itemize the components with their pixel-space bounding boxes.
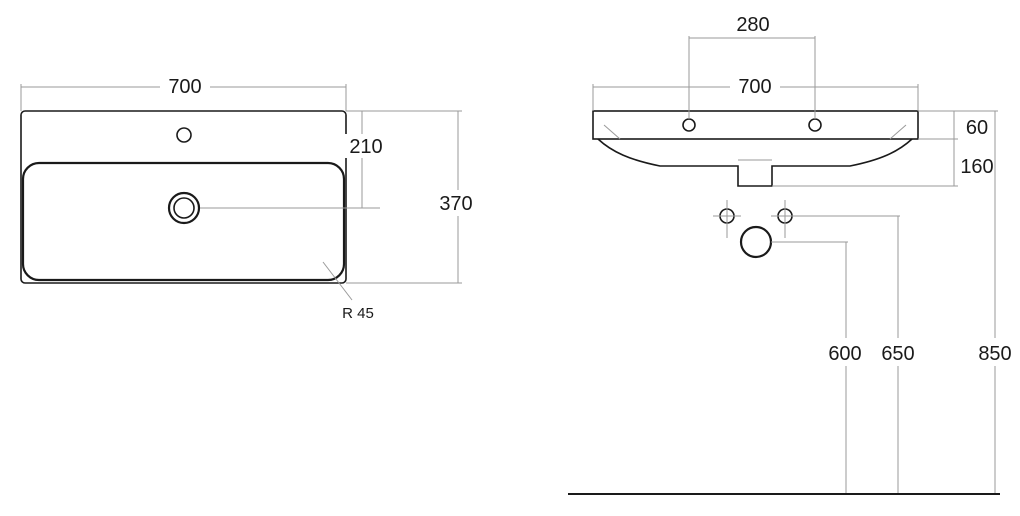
top-view: 700 210 370 R 45 — [20, 76, 478, 322]
front-width-label: 700 — [738, 76, 771, 98]
top-width-label: 700 — [168, 76, 201, 98]
drain-outer-icon — [167, 191, 201, 225]
waste-height-label: 600 — [828, 343, 861, 365]
rim-height-label: 60 — [966, 117, 988, 139]
basin-underside — [597, 138, 913, 187]
bowl-depth-label: 210 — [349, 136, 382, 158]
tap-spacing-label: 280 — [736, 14, 769, 36]
radius-label: R 45 — [342, 305, 374, 322]
basin-height-label: 160 — [960, 156, 993, 178]
front-view: 280 700 60 160 600 650 — [568, 14, 1016, 495]
rim-floor-height-label: 850 — [978, 343, 1011, 365]
drain-inner-icon — [173, 197, 195, 219]
tap-hole-left-icon — [682, 118, 696, 132]
depth-label: 370 — [439, 193, 472, 215]
supply-height-label: 650 — [881, 343, 914, 365]
waste-outlet-icon — [739, 225, 773, 259]
bowl-outline-top — [21, 161, 346, 282]
tap-hole-right-icon — [808, 118, 822, 132]
sink-rim-front — [592, 110, 919, 140]
tap-hole-icon — [176, 127, 192, 143]
sink-outline-top — [20, 110, 347, 284]
